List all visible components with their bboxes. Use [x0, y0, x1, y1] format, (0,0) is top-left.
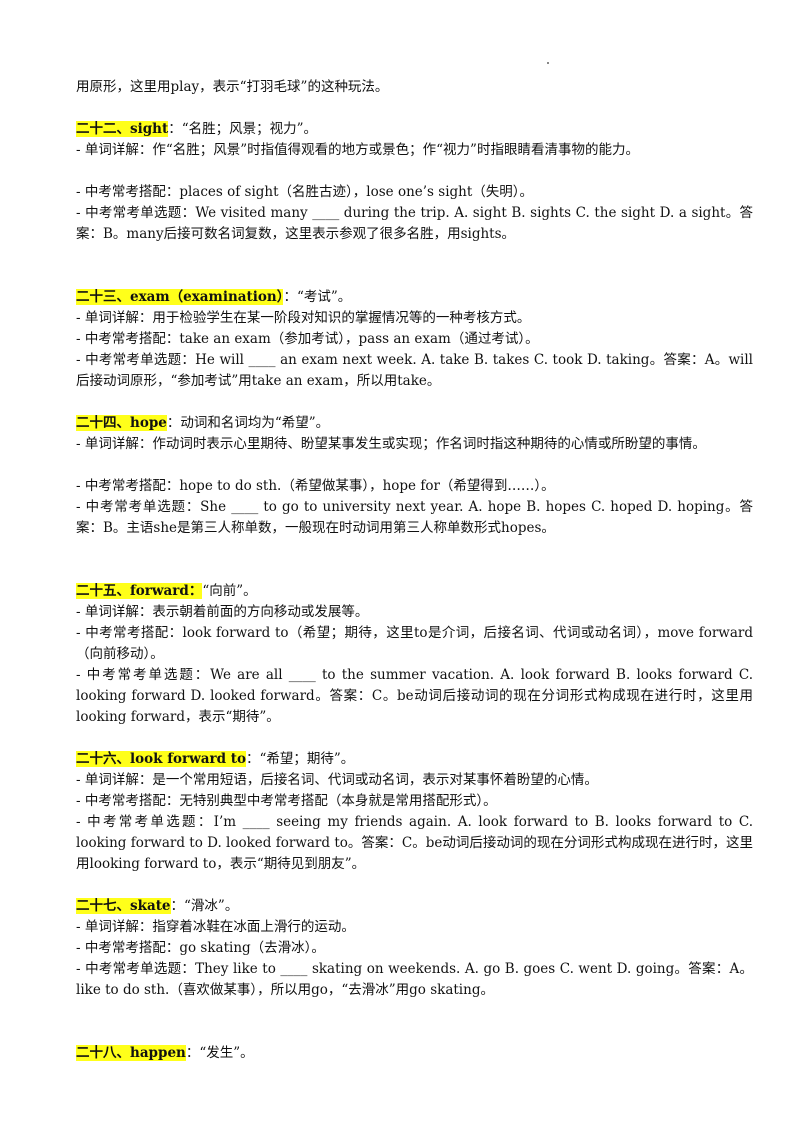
entry-collocation: - 中考常考搭配：go skating（去滑冰）。	[76, 940, 325, 956]
entry-label: 二十二、sight	[76, 121, 169, 137]
entry-heading-forward: 二十五、forward：“向前”。	[76, 581, 753, 602]
entry-label: 二十七、skate	[76, 898, 171, 914]
entry-heading-skate: 二十七、skate：“滑冰”。	[76, 896, 753, 917]
entry-detail: - 单词详解：用于检验学生在某一阶段对知识的掌握情况等的一种考核方式。	[76, 310, 531, 326]
scan-dot	[547, 62, 549, 64]
entry-label: 二十五、forward：	[76, 583, 203, 599]
entry-detail: - 单词详解：作动词时表示心里期待、盼望某事发生或实现；作名词时指这种期待的心情…	[76, 436, 706, 452]
entry-collocation: - 中考常考搭配：hope to do sth.（希望做某事），hope for…	[76, 478, 555, 494]
entry-meaning: ：“滑冰”。	[170, 898, 239, 914]
entry-meaning: ：动词和名词均为“希望”。	[166, 415, 330, 431]
entry-heading-happen: 二十八、happen：“发生”。	[76, 1043, 753, 1064]
entry-detail: - 单词详解：表示朝着前面的方向移动或发展等。	[76, 604, 369, 620]
entry-meaning: ：“希望；期待”。	[245, 751, 355, 767]
entry-detail: - 单词详解：是一个常用短语，后接名词、代词或动名词，表示对某事怀着盼望的心情。	[76, 772, 598, 788]
entry-question: - 中考常考单选题：They like to ____ skating on w…	[76, 961, 753, 998]
entry-meaning: ：“名胜；风景；视力”。	[168, 121, 318, 137]
entry-meaning: “向前”。	[202, 583, 257, 599]
entry-question: - 中考常考单选题：I’m ____ seeing my friends aga…	[76, 814, 753, 872]
entry-heading-exam: 二十三、exam（examination）：“考试”。	[76, 287, 753, 308]
entry-heading-look-forward-to: 二十六、look forward to：“希望；期待”。	[76, 749, 753, 770]
entry-label: 二十六、look forward to	[76, 751, 246, 767]
entry-question: - 中考常考单选题：We visited many ____ during th…	[76, 205, 753, 242]
entry-meaning: ：“考试”。	[283, 289, 352, 305]
entry-collocation: - 中考常考搭配：look forward to（希望；期待，这里to是介词，后…	[76, 625, 753, 662]
intro-paragraph: 用原形，这里用play，表示“打羽毛球”的这种玩法。	[76, 79, 389, 95]
entry-collocation: - 中考常考搭配：无特别典型中考常考搭配（本身就是常用搭配形式）。	[76, 793, 497, 809]
entry-question: - 中考常考单选题：He will ____ an exam next week…	[76, 352, 753, 389]
entry-question: - 中考常考单选题：We are all ____ to the summer …	[76, 667, 753, 725]
entry-collocation: - 中考常考搭配：places of sight（名胜古迹），lose one’…	[76, 184, 534, 200]
entry-question: - 中考常考单选题：She ____ to go to university n…	[76, 499, 753, 536]
entry-label: 二十四、hope	[76, 415, 167, 431]
entry-meaning: ：“发生”。	[185, 1045, 254, 1061]
entry-collocation: - 中考常考搭配：take an exam（参加考试），pass an exam…	[76, 331, 539, 347]
entry-detail: - 单词详解：作“名胜；风景”时指值得观看的地方或景色；作“视力”时指眼睛看清事…	[76, 142, 639, 158]
entry-heading-sight: 二十二、sight：“名胜；风景；视力”。	[76, 119, 753, 140]
entry-heading-hope: 二十四、hope：动词和名词均为“希望”。	[76, 413, 753, 434]
entry-label: 二十三、exam（examination）	[76, 289, 284, 305]
entry-detail: - 单词详解：指穿着冰鞋在冰面上滑行的运动。	[76, 919, 355, 935]
entry-label: 二十八、happen	[76, 1045, 186, 1061]
